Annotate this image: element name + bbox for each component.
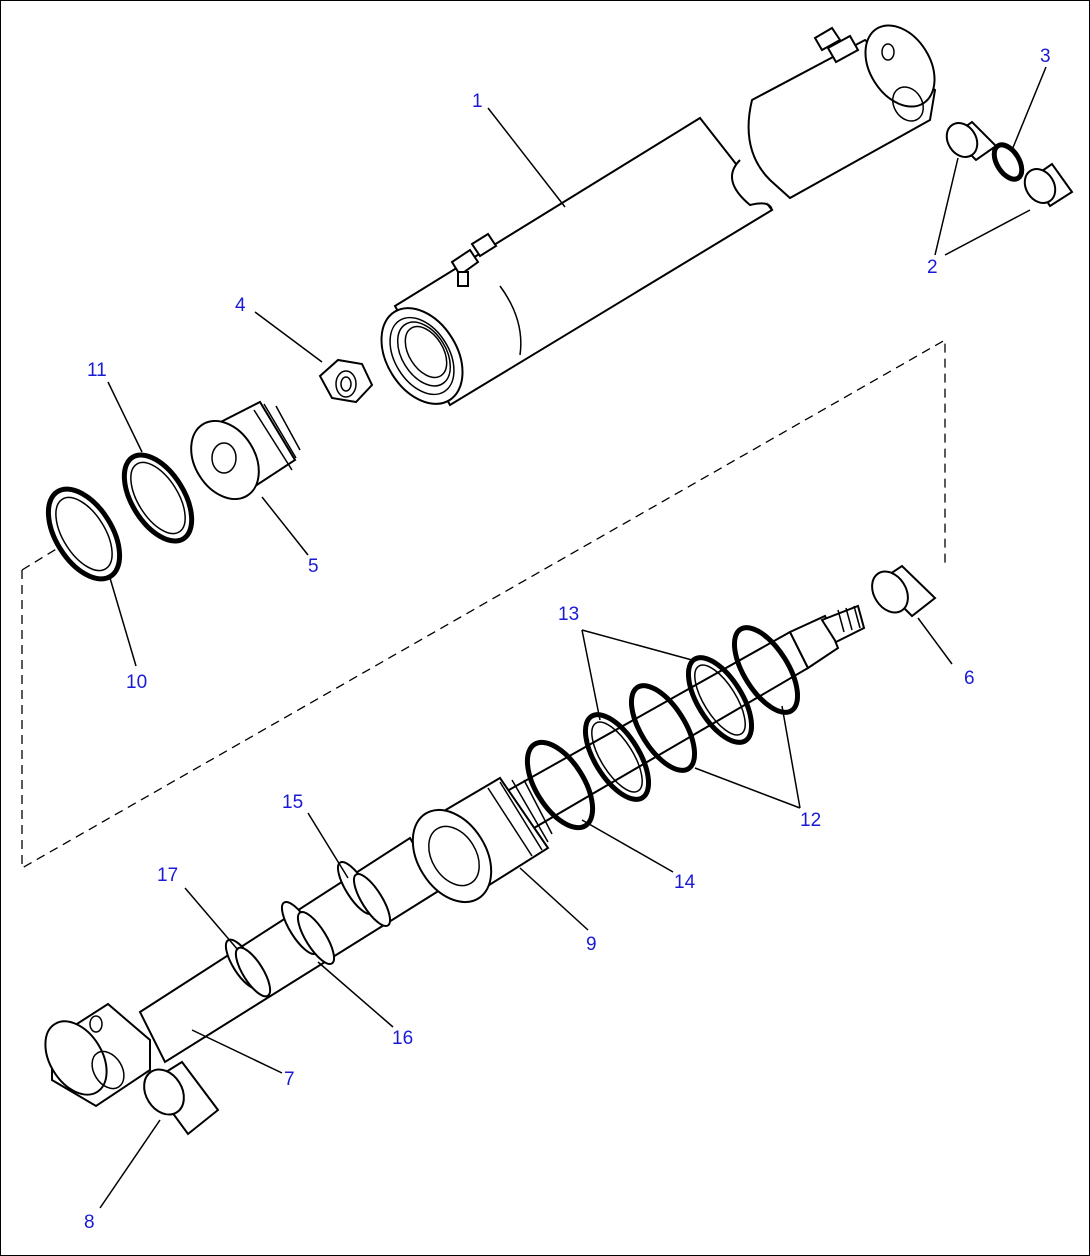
assembly-guide-line <box>21 338 946 870</box>
cylinder-tube <box>380 24 937 407</box>
seal-ring <box>524 739 596 831</box>
callout-2: 2 <box>927 257 938 278</box>
callout-7: 7 <box>284 1069 295 1090</box>
backup-ring-a <box>582 712 652 802</box>
callout-14: 14 <box>674 872 696 893</box>
backup-ring-a-inner <box>591 721 643 793</box>
callout-4: 4 <box>235 295 246 316</box>
callout-6: 6 <box>964 668 975 689</box>
callout-9: 9 <box>586 934 597 955</box>
rod-end-bushing <box>871 564 937 618</box>
callout-15: 15 <box>282 792 303 813</box>
rod-eye-bushing <box>143 1060 220 1136</box>
callout-11: 11 <box>87 360 107 381</box>
wear-ring-inner <box>55 496 113 572</box>
piston-nut <box>318 358 374 404</box>
o-ring-b <box>731 625 801 715</box>
cylinder-head <box>411 776 553 904</box>
piston <box>190 400 301 501</box>
backup-ring-b-inner <box>694 664 746 736</box>
callout-16: 16 <box>392 1028 413 1049</box>
callout-17: 17 <box>157 865 178 886</box>
callout-labels: 1 2 3 4 5 6 7 8 9 10 11 12 13 14 15 16 1… <box>84 46 1051 1233</box>
piston-ring-inner <box>130 461 186 535</box>
callout-1: 1 <box>472 91 483 112</box>
leader-lines <box>99 66 1047 1209</box>
piston-ring <box>121 452 195 544</box>
assembly-guide-line-left <box>21 547 59 571</box>
rear-bushing-set <box>945 120 1074 208</box>
callout-10: 10 <box>126 672 147 693</box>
callout-8: 8 <box>84 1212 95 1233</box>
callout-13: 13 <box>558 604 579 625</box>
backup-ring-b <box>685 655 755 745</box>
wear-ring <box>45 486 123 582</box>
o-ring-a <box>628 683 698 773</box>
callout-12: 12 <box>800 810 821 831</box>
callout-3: 3 <box>1040 46 1051 67</box>
callout-5: 5 <box>308 556 319 577</box>
